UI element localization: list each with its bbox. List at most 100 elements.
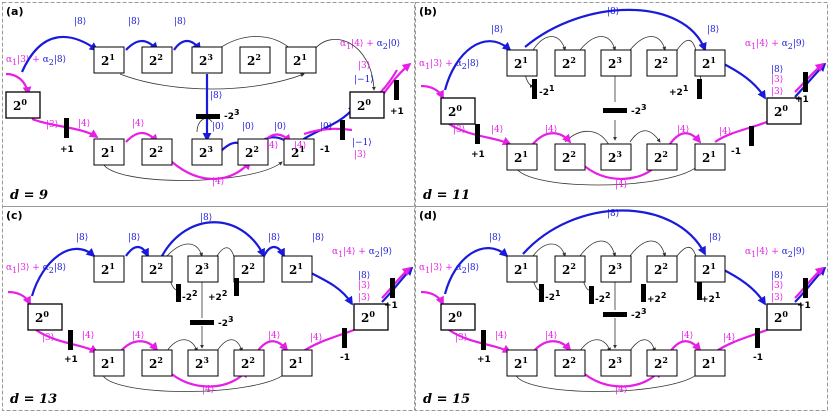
op-bar: [68, 330, 73, 350]
svg-text:22: 22: [562, 149, 576, 165]
svg-text:|4⟩: |4⟩: [212, 177, 224, 187]
node-bottom-3: [600, 349, 632, 377]
start-state: α1|3⟩ + α2|8⟩: [6, 55, 66, 67]
svg-text:|0⟩: |0⟩: [274, 122, 286, 132]
svg-text:|3⟩: |3⟩: [455, 333, 467, 343]
node-left: [5, 91, 41, 119]
svg-text:|8⟩: |8⟩: [312, 233, 324, 243]
svg-text:|−1⟩: |−1⟩: [354, 75, 374, 85]
node-top-5: [285, 46, 317, 74]
node-left: [27, 303, 63, 331]
end-state: α1|4⟩ + α2|0⟩: [340, 39, 400, 51]
svg-text:|4⟩: |4⟩: [677, 125, 689, 135]
panel-b-diagram: (b) d = 11 α1|3⟩ + α2|8⟩ α1|4⟩ + α2|9⟩: [415, 2, 828, 207]
svg-text:20: 20: [13, 97, 27, 113]
op-bar: [64, 118, 69, 138]
start-state: α1|3⟩ + α2|8⟩: [6, 263, 66, 275]
svg-text:23: 23: [608, 261, 622, 277]
node-top-2: [554, 49, 586, 77]
svg-text:|8⟩: |8⟩: [174, 17, 186, 27]
svg-text:23: 23: [608, 355, 622, 371]
operators: +1 -21 +21 -23 -1 +1: [471, 72, 809, 160]
svg-text:-1: -1: [753, 353, 763, 363]
svg-text:|4⟩: |4⟩: [615, 385, 627, 395]
svg-text:|4⟩: |4⟩: [310, 333, 322, 343]
node-top-3: [187, 255, 219, 283]
svg-text:21: 21: [514, 355, 528, 371]
svg-text:-1: -1: [340, 353, 350, 363]
svg-text:|3⟩: |3⟩: [771, 87, 783, 97]
d-label: d = 9: [10, 188, 48, 203]
svg-text:-23: -23: [224, 108, 240, 122]
svg-text:21: 21: [289, 261, 303, 277]
svg-text:21: 21: [514, 149, 528, 165]
end-state: α1|4⟩ + α2|9⟩: [745, 39, 805, 51]
node-right: [349, 91, 385, 119]
op-bar: [603, 108, 627, 113]
svg-text:+1: +1: [471, 150, 485, 160]
operators: +1 -23 -1 +1: [60, 80, 404, 155]
op-bar: [394, 80, 399, 100]
svg-text:|8⟩: |8⟩: [489, 233, 501, 243]
svg-text:|8⟩: |8⟩: [200, 213, 212, 223]
svg-text:-22: -22: [595, 291, 611, 305]
node-bottom-4: [646, 143, 678, 171]
node-top-5: [694, 49, 726, 77]
svg-text:|4⟩: |4⟩: [132, 119, 144, 129]
d-label: d = 13: [10, 392, 57, 407]
node-bottom-5: [281, 349, 313, 377]
svg-text:22: 22: [245, 144, 259, 160]
svg-text:-1: -1: [320, 145, 330, 155]
panel-label: (d): [419, 209, 437, 222]
node-top-3: [600, 255, 632, 283]
start-state: α1|3⟩ + α2|8⟩: [419, 263, 479, 275]
op-bar: [641, 284, 646, 302]
svg-text:+1: +1: [795, 95, 809, 105]
end-state: α1|4⟩ + α2|9⟩: [332, 247, 392, 259]
svg-text:|4⟩: |4⟩: [545, 125, 557, 135]
node-right: [766, 97, 802, 125]
node-top-4: [239, 46, 271, 74]
d-label: d = 15: [423, 392, 470, 407]
node-bottom-2: [554, 349, 586, 377]
svg-text:|3⟩: |3⟩: [358, 61, 370, 71]
kets: |8⟩ |8⟩ |8⟩ |8⟩ |3⟩ |3⟩ |3⟩ |4⟩ |4⟩ |4⟩ …: [455, 209, 783, 395]
node-top-1: [506, 255, 538, 283]
panel-d: (d) d = 15 α1|3⟩ + α2|8⟩ α1|4⟩ + α2|9⟩: [415, 206, 828, 411]
op-bar: [176, 284, 181, 302]
node-bottom-3: [191, 138, 223, 166]
svg-text:|8⟩: |8⟩: [210, 91, 222, 101]
panel-label: (b): [419, 5, 437, 18]
kets: |8⟩ |8⟩ |8⟩ |8⟩ |3⟩ |3⟩ |3⟩ |4⟩ |4⟩ |4⟩ …: [453, 7, 783, 190]
svg-text:21: 21: [101, 52, 115, 68]
svg-text:+22: +22: [208, 289, 227, 303]
svg-text:+21: +21: [701, 291, 721, 305]
blue-path: [443, 8, 827, 100]
panel-a: (a) d = 9 α1|3⟩ + α2|8⟩ α1|4⟩ + α2|0⟩: [2, 2, 415, 207]
svg-text:22: 22: [654, 261, 668, 277]
svg-text:22: 22: [562, 355, 576, 371]
panel-label: (c): [6, 209, 23, 222]
svg-text:22: 22: [562, 261, 576, 277]
svg-text:20: 20: [774, 103, 788, 119]
op-bar: [755, 328, 760, 348]
svg-text:|3⟩: |3⟩: [453, 125, 465, 135]
svg-text:|4⟩: |4⟩: [719, 127, 731, 137]
panel-b: (b) d = 11 α1|3⟩ + α2|8⟩ α1|4⟩ + α2|9⟩: [415, 2, 828, 207]
op-bar: [234, 278, 239, 296]
node-right: [766, 303, 802, 331]
svg-text:23: 23: [608, 149, 622, 165]
svg-text:22: 22: [247, 52, 261, 68]
thin-arcs: [101, 243, 288, 392]
op-bar: [589, 286, 594, 304]
svg-text:21: 21: [514, 55, 528, 71]
svg-text:20: 20: [774, 309, 788, 325]
svg-text:22: 22: [241, 261, 255, 277]
svg-text:|4⟩: |4⟩: [545, 331, 557, 341]
node-top-1: [93, 255, 125, 283]
node-bottom-3: [600, 143, 632, 171]
op-bar: [481, 330, 486, 350]
svg-text:+1: +1: [384, 301, 398, 311]
node-bottom-2: [141, 349, 173, 377]
svg-text:+1: +1: [60, 145, 74, 155]
